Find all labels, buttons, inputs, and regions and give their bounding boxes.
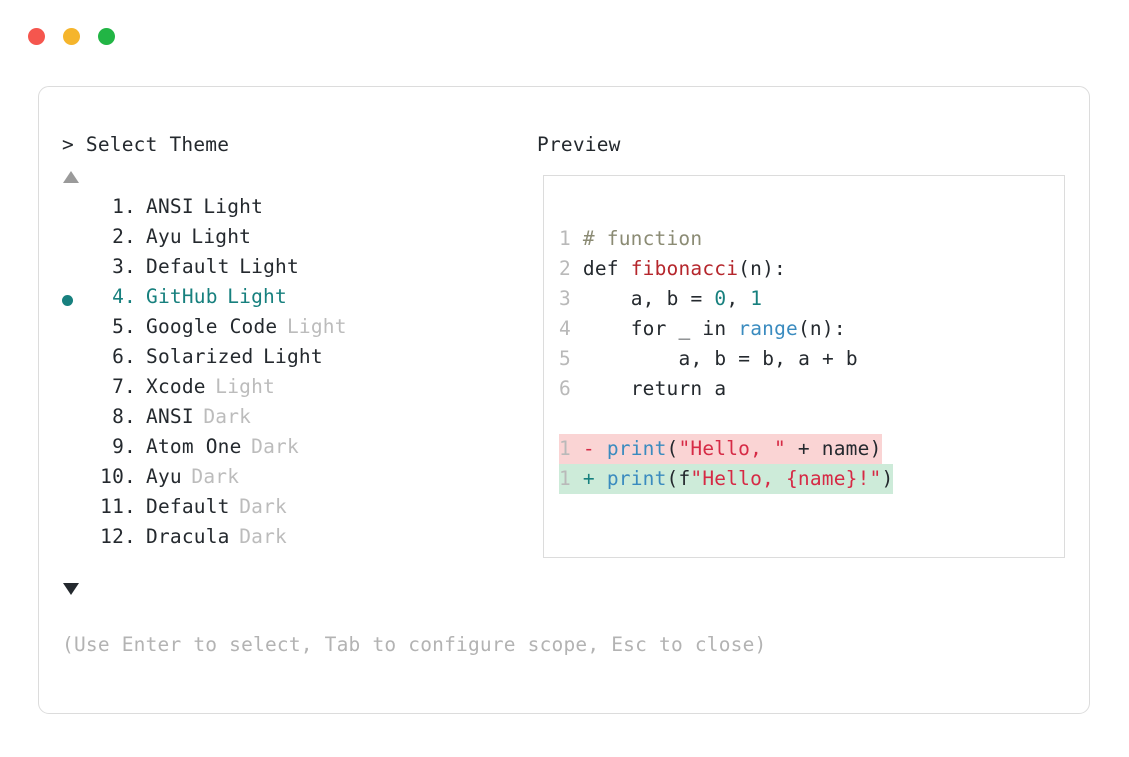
code-line-number: 3	[559, 287, 571, 310]
theme-item-variant: Dark	[239, 495, 287, 518]
diff-line-added: 1 + print(f"Hello, {name}!")	[559, 464, 894, 494]
code-line: 6 return a	[559, 377, 727, 400]
theme-item-index: 6.	[112, 345, 136, 368]
code-spacer	[559, 404, 893, 434]
theme-item-variant: Light	[263, 345, 323, 368]
theme-item-variant: Dark	[251, 435, 299, 458]
theme-item-name: GitHub	[146, 285, 218, 308]
code-line-number: 6	[559, 377, 571, 400]
theme-item-variant: Dark	[203, 405, 252, 428]
diff-line-number: 1	[559, 437, 571, 460]
diff-line-removed: 1 - print("Hello, " + name)	[559, 434, 893, 464]
theme-list-item[interactable]: 8. ANSI Dark	[62, 405, 512, 435]
theme-item-index: 8.	[112, 405, 136, 428]
selection-bullet-cell	[62, 405, 92, 435]
theme-item-name: ANSI	[146, 195, 194, 218]
theme-item-variant: Light	[203, 195, 264, 218]
theme-list-item[interactable]: 10. Ayu Dark	[62, 465, 512, 495]
selection-bullet-cell	[62, 255, 92, 285]
theme-list-item[interactable]: 6. Solarized Light	[62, 345, 512, 375]
code-line: 3 a, b = 0, 1	[559, 287, 763, 310]
theme-item-name: Dracula	[146, 525, 230, 548]
code-line: 4 for _ in range(n):	[559, 317, 846, 340]
theme-list-item[interactable]: 5. Google Code Light	[62, 315, 512, 345]
code-line-number: 2	[559, 257, 571, 280]
code-preview: 1 # function 2 def fibonacci(n): 3 a, b = …	[559, 224, 894, 494]
window-titlebar	[28, 28, 115, 45]
theme-item-index: 1.	[112, 195, 136, 218]
theme-list-item[interactable]: 9. Atom One Dark	[62, 435, 512, 465]
diff-line-number: 1	[559, 467, 571, 490]
theme-item-variant: Light	[215, 375, 275, 398]
diff-marker: -	[582, 437, 595, 460]
theme-list-item[interactable]: 2. Ayu Light	[62, 225, 512, 255]
preview-box: 1 # function 2 def fibonacci(n): 3 a, b = …	[543, 175, 1065, 558]
theme-item-index: 10.	[100, 465, 136, 488]
theme-list-item[interactable]: 4. GitHub Light	[62, 285, 512, 315]
theme-item-variant: Light	[286, 315, 347, 338]
theme-item-index: 5.	[112, 315, 136, 338]
theme-item-name: ANSI	[146, 405, 194, 428]
code-line: 5 a, b = b, a + b	[559, 347, 858, 370]
theme-list-item[interactable]: 11. Default Dark	[62, 495, 512, 525]
theme-list-item[interactable]: 12. Dracula Dark	[62, 525, 512, 555]
theme-item-name: Google Code	[146, 315, 278, 338]
code-line-number: 5	[559, 347, 571, 370]
theme-list-item[interactable]: 3. Default Light	[62, 255, 512, 285]
theme-list-item[interactable]: 1. ANSI Light	[62, 195, 512, 225]
selection-bullet-cell	[62, 465, 92, 495]
theme-item-name: Ayu	[146, 225, 182, 248]
selection-bullet-cell	[62, 195, 92, 225]
theme-item-variant: Light	[239, 255, 299, 278]
code-line-number: 1	[559, 227, 571, 250]
theme-item-variant: Dark	[191, 465, 240, 488]
theme-item-name: Ayu	[146, 465, 182, 488]
window-close-button[interactable]	[28, 28, 45, 45]
theme-item-name: Default	[146, 255, 230, 278]
scroll-up-icon[interactable]	[63, 171, 79, 183]
theme-item-index: 12.	[100, 525, 136, 548]
window-minimize-button[interactable]	[63, 28, 80, 45]
theme-item-name: Xcode	[146, 375, 206, 398]
keyboard-hint: (Use Enter to select, Tab to configure s…	[62, 633, 767, 656]
code-line: 2 def fibonacci(n):	[559, 257, 786, 280]
theme-item-index: 7.	[112, 375, 136, 398]
diff-marker: +	[582, 467, 595, 490]
selection-bullet-cell	[62, 345, 92, 375]
selection-bullet-cell	[62, 375, 92, 405]
theme-item-variant: Light	[227, 285, 287, 308]
code-line: 1 # function	[559, 227, 703, 250]
selection-bullet-cell	[62, 525, 92, 555]
theme-item-name: Atom One	[146, 435, 242, 458]
theme-item-name: Default	[146, 495, 230, 518]
selection-bullet-cell	[62, 285, 92, 315]
theme-list-item[interactable]: 7. Xcode Light	[62, 375, 512, 405]
selection-bullet-cell	[62, 225, 92, 255]
selection-bullet-cell	[62, 495, 92, 525]
theme-item-index: 2.	[112, 225, 136, 248]
scroll-down-icon[interactable]	[63, 583, 79, 595]
selection-bullet-cell	[62, 435, 92, 465]
theme-item-index: 3.	[112, 255, 136, 278]
selection-bullet-cell	[62, 315, 92, 345]
code-line-number: 4	[559, 317, 571, 340]
theme-item-name: Solarized	[146, 345, 254, 368]
selection-bullet-icon	[62, 294, 73, 306]
theme-item-index: 9.	[112, 435, 136, 458]
preview-title: Preview	[537, 133, 621, 156]
theme-item-index: 11.	[100, 495, 136, 518]
theme-item-index: 4.	[112, 285, 136, 308]
theme-item-variant: Dark	[239, 525, 287, 548]
window-maximize-button[interactable]	[98, 28, 115, 45]
theme-item-variant: Light	[191, 225, 252, 248]
page-title: > Select Theme	[62, 133, 230, 156]
